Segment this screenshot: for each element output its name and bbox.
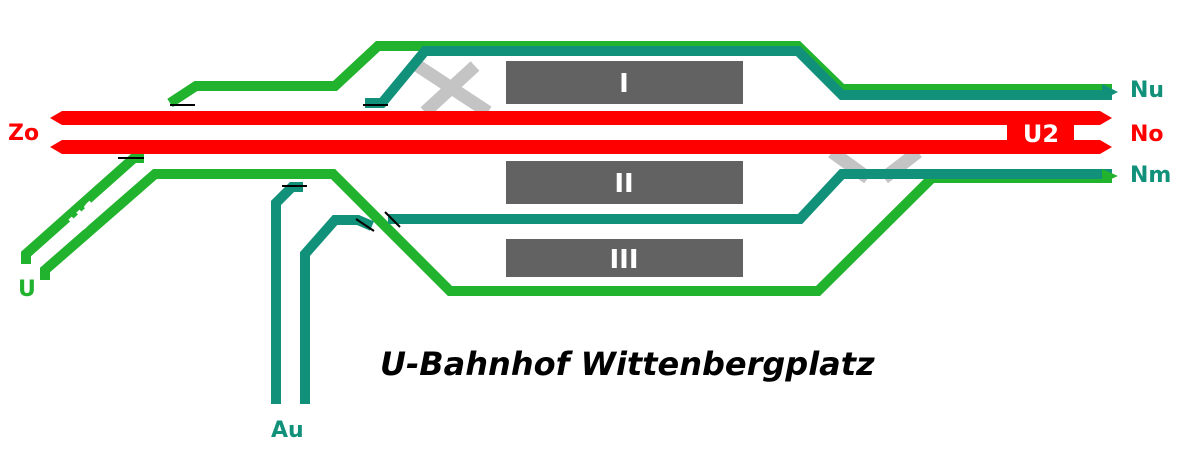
u3-lower-track <box>388 169 1112 224</box>
u1-lower-track <box>40 169 1112 296</box>
u3-branch-a <box>271 182 303 404</box>
buffer-tick <box>384 211 401 228</box>
u2-lower-track <box>50 140 1112 154</box>
terminal-nu: Nu <box>1130 78 1164 103</box>
diagram-title: U-Bahnhof Wittenbergplatz <box>380 345 875 383</box>
terminal-nm: Nm <box>1130 163 1171 188</box>
platform-i-label: I <box>619 69 629 99</box>
platforms: I II III <box>506 61 743 277</box>
crossover-upper-b <box>420 61 480 117</box>
u2-badge-background <box>1007 111 1074 154</box>
platform-iii <box>506 239 743 277</box>
arrow-tip-nm <box>1102 169 1118 183</box>
u3-upper-track <box>365 46 1112 108</box>
terminal-zo: Zo <box>8 121 39 146</box>
terminal-no: No <box>1130 122 1164 147</box>
terminal-u: U <box>18 277 36 302</box>
platform-iii-label: III <box>609 245 638 275</box>
arrow-tips <box>1102 84 1118 183</box>
arrow-tip-nu <box>1102 84 1118 100</box>
u3-line-label: U3 <box>277 314 305 350</box>
terminal-au: Au <box>271 418 304 443</box>
u1-line-label: U1 <box>64 194 110 239</box>
platform-ii-label: II <box>614 169 633 199</box>
u2-tracks <box>50 111 1112 154</box>
platform-ii <box>506 161 743 204</box>
platform-i <box>506 61 743 104</box>
buffer-tick <box>355 218 375 232</box>
u2-upper-track <box>50 111 1112 125</box>
u3-branch-b <box>300 215 374 404</box>
u2-line-label: U2 <box>1023 120 1059 148</box>
buffer-ticks <box>118 104 401 232</box>
